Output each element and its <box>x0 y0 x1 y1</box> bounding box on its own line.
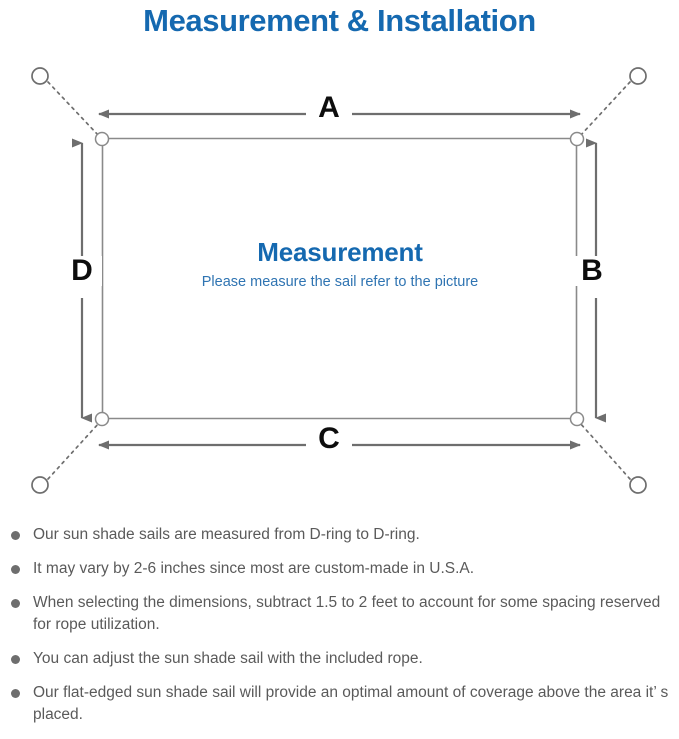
rope-line-top-left <box>47 81 100 137</box>
dimension-label-a: A <box>306 93 352 123</box>
bullet-icon <box>11 655 20 664</box>
dimension-label-b: B <box>572 256 612 286</box>
list-item-text: When selecting the dimensions, subtract … <box>33 594 661 633</box>
d-rings <box>94 131 585 427</box>
d-ring-top-right <box>569 131 585 147</box>
d-ring-bottom-left <box>94 411 110 427</box>
rope-line-top-right <box>579 81 631 137</box>
list-item-text: It may vary by 2-6 inches since most are… <box>33 560 475 577</box>
page-title: Measurement & Installation <box>143 3 536 38</box>
diagram-center-title: Measurement <box>257 237 423 267</box>
list-item: You can adjust the sun shade sail with t… <box>0 648 679 670</box>
anchor-point-top-left <box>31 67 49 85</box>
bullet-icon <box>11 599 20 608</box>
rope-line-bottom-left <box>47 422 100 480</box>
d-ring-top-left <box>94 131 110 147</box>
notes-list: Our sun shade sails are measured from D-… <box>0 524 679 738</box>
list-item-text: Our sun shade sails are measured from D-… <box>33 526 420 543</box>
anchor-point-bottom-right <box>629 476 647 494</box>
anchor-point-bottom-left <box>31 476 49 494</box>
diagram-svg <box>31 67 647 494</box>
sail-measurement-diagram: A B C D Measurement Please measure the s… <box>0 48 679 518</box>
list-item: When selecting the dimensions, subtract … <box>0 592 679 636</box>
anchor-points <box>31 67 647 494</box>
list-item-text: You can adjust the sun shade sail with t… <box>33 650 423 667</box>
bullet-icon <box>11 689 20 698</box>
list-item-text: Our flat-edged sun shade sail will provi… <box>33 684 669 723</box>
dimension-label-d: D <box>62 256 102 286</box>
list-item: It may vary by 2-6 inches since most are… <box>0 558 679 580</box>
list-item: Our sun shade sails are measured from D-… <box>0 524 679 546</box>
rope-line-bottom-right <box>579 422 631 480</box>
bullet-icon <box>11 565 20 574</box>
diagram-center-caption: Measurement Please measure the sail refe… <box>120 236 560 293</box>
list-item: Our flat-edged sun shade sail will provi… <box>0 682 679 726</box>
d-ring-bottom-right <box>569 411 585 427</box>
dimension-label-c: C <box>306 424 352 454</box>
bullet-icon <box>11 531 20 540</box>
diagram-center-subtitle: Please measure the sail refer to the pic… <box>201 274 479 290</box>
anchor-point-top-right <box>629 67 647 85</box>
rope-lines <box>47 81 631 480</box>
